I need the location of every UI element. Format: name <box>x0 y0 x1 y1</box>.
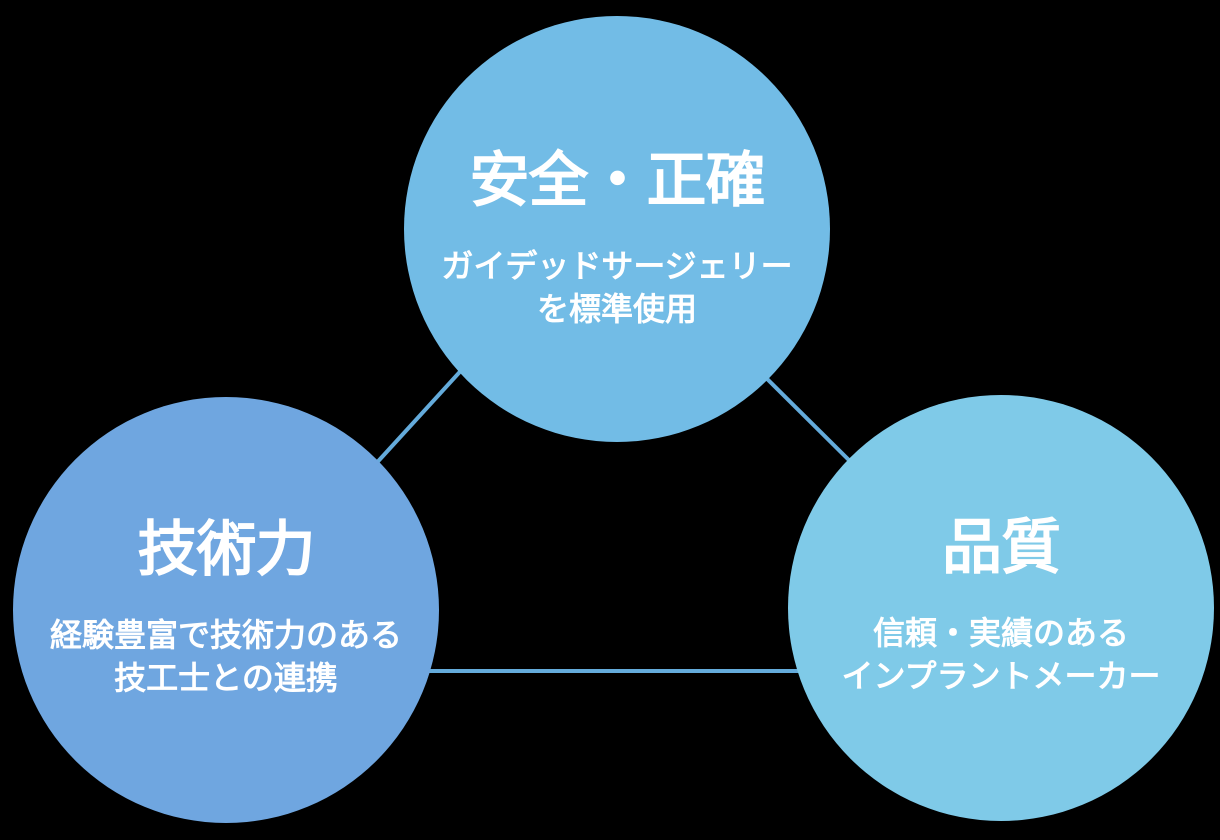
circle-description-line: インプラントメーカー <box>841 658 1161 694</box>
circle-description: 経験豊富で技術力のある 技工士との連携 <box>50 614 402 700</box>
circle-title: 技術力 <box>137 516 316 584</box>
circle-description-line: 技工士との連携 <box>114 660 338 696</box>
circle-quality: 品質 信頼・実績のある インプラントメーカー <box>788 395 1214 821</box>
circle-description-line: ガイデッドサージェリー <box>441 248 793 285</box>
circle-description: 信頼・実績のある インプラントメーカー <box>841 612 1160 698</box>
circle-description-line: を標準使用 <box>536 291 697 327</box>
circle-technical-skill: 技術力 経験豊富で技術力のある 技工士との連携 <box>13 397 439 823</box>
circle-description-line: 経験豊富で技術力のある <box>49 617 402 654</box>
circle-title: 安全・正確 <box>469 147 766 215</box>
circle-safety-accuracy: 安全・正確 ガイデッドサージェリー を標準使用 <box>404 16 830 442</box>
circle-title: 品質 <box>942 514 1061 582</box>
circle-description-line: 信頼・実績のある <box>872 615 1129 652</box>
circle-description: ガイデッドサージェリー を標準使用 <box>441 245 792 331</box>
connector-line-top-to-left <box>359 350 480 482</box>
